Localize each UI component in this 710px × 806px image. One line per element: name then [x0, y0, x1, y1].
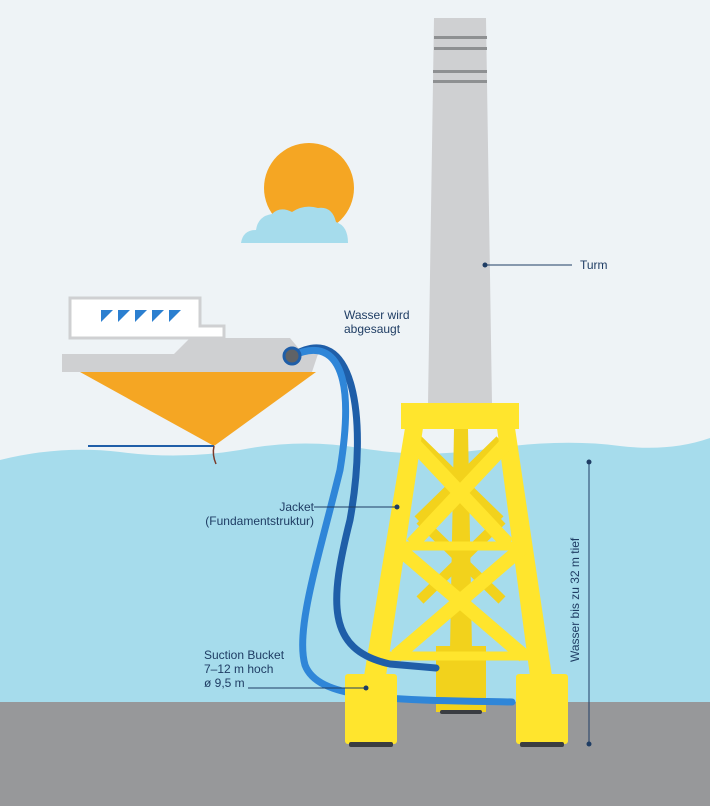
ship-window: [118, 310, 130, 322]
depth-indicator-bottom-dot: [586, 741, 592, 747]
jacket-brace: [406, 439, 512, 549]
turm-label: Turm: [580, 258, 608, 272]
suction-bucket-left: [345, 674, 397, 744]
tower-band: [433, 70, 487, 73]
bucket-leader-dot: [363, 685, 369, 691]
jacket-leader-dot: [394, 504, 400, 510]
bucket-label: Suction Bucket 7–12 m hoch ø 9,5 m: [204, 648, 284, 690]
wasser-label: Wasser wird abgesaugt: [344, 308, 410, 336]
ship-window: [152, 310, 164, 322]
suction-bucket-right: [516, 674, 568, 744]
jacket-top-platform: [401, 403, 519, 429]
tower-band: [434, 36, 487, 39]
wasser-label-line: abgesaugt: [344, 322, 401, 336]
bucket-base: [349, 742, 393, 747]
jacket-leg-left: [364, 428, 423, 676]
tower: [428, 18, 492, 404]
ship-window: [135, 310, 147, 322]
depth-indicator-top-dot: [586, 459, 592, 465]
hose-connector: [282, 346, 302, 366]
jacket-brace: [391, 542, 527, 662]
ship-window: [169, 310, 181, 322]
suction-hose-back: [288, 344, 440, 672]
cloud-icon: [241, 206, 348, 243]
anchor-line: [212, 445, 217, 465]
depth-label: Wasser bis zu 32 m tief: [568, 537, 582, 662]
bucket-label-line: 7–12 m hoch: [204, 662, 274, 676]
ship-cabin: [68, 296, 226, 340]
ship-deck: [62, 338, 318, 372]
wasser-label-line: Wasser wird: [344, 308, 410, 322]
jacket-label-line: Jacket: [279, 500, 314, 514]
ship-window: [101, 310, 113, 322]
jacket-brace: [414, 436, 504, 524]
ship-hull: [80, 372, 316, 446]
bucket-base: [440, 710, 482, 714]
bucket-label-line: Suction Bucket: [204, 648, 285, 662]
tower-band: [433, 80, 487, 83]
jacket-label-line: (Fundamentstruktur): [205, 514, 314, 528]
jacket-label: Jacket (Fundamentstruktur): [200, 500, 314, 528]
turm-leader-dot: [482, 262, 488, 268]
bucket-label-line: ø 9,5 m: [204, 676, 245, 690]
tower-band: [434, 47, 487, 50]
bucket-base: [520, 742, 564, 747]
